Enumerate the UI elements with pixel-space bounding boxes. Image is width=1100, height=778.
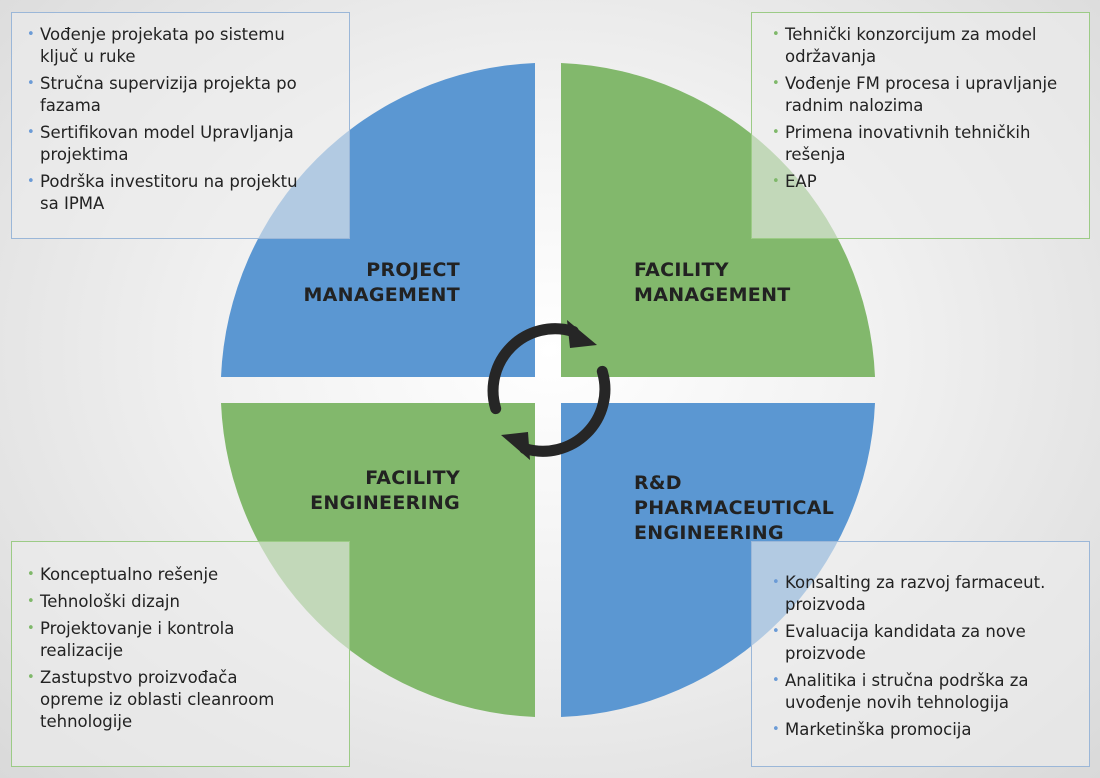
list-item-line: održavanja bbox=[785, 47, 877, 66]
list-item-line: Konsalting za razvoj farmaceut. bbox=[785, 573, 1046, 592]
list-item-line: Tehnološki dizajn bbox=[40, 592, 180, 611]
quadrant-project-management bbox=[221, 63, 535, 377]
list-item: Podrška investitoru na projektu sa IPMA bbox=[27, 171, 339, 215]
list-item-line: realizacije bbox=[40, 641, 124, 660]
quadrant-title-line: ENGINEERING bbox=[310, 492, 460, 514]
label-project-management: PROJECT MANAGEMENT bbox=[303, 258, 460, 308]
list-item-line: proizvode bbox=[785, 644, 866, 663]
list-item: Vođenje projekata po sistemu ključ u ruke bbox=[27, 24, 339, 68]
quadrant-title-line: MANAGEMENT bbox=[303, 284, 460, 306]
list-item-line: Stručna supervizija projekta po bbox=[40, 74, 297, 93]
list-item: Primena inovativnih tehničkih rešenja bbox=[772, 122, 1079, 166]
list-item-line: radnim nalozima bbox=[785, 96, 924, 115]
quadrant-title-line: PHARMACEUTICAL bbox=[634, 497, 835, 519]
list-item: Evaluacija kandidata za nove proizvode bbox=[772, 621, 1079, 665]
list-item: Tehnološki dizajn bbox=[27, 591, 339, 613]
list-item-line: projektima bbox=[40, 145, 129, 164]
list-item-line: rešenja bbox=[785, 145, 846, 164]
quadrant-facility-engineering bbox=[221, 403, 535, 717]
quadrant-facility-management bbox=[561, 63, 875, 377]
box-project-management-services: Vođenje projekata po sistemu ključ u ruke… bbox=[11, 12, 350, 239]
quadrant-title-line: ENGINEERING bbox=[634, 522, 784, 544]
list-project-management-services: Vođenje projekata po sistemu ključ u ruke… bbox=[27, 24, 339, 215]
list-rnd-pharmaceutical-services: Konsalting za razvoj farmaceut. proizvoda… bbox=[772, 572, 1079, 741]
cycle-arrow-bottom bbox=[519, 365, 611, 457]
list-item-line: Zastupstvo proizvođača bbox=[40, 668, 238, 687]
quadrant-title-line: FACILITY bbox=[365, 467, 460, 489]
list-item: Sertifikovan model Upravljanja projektima bbox=[27, 122, 339, 166]
list-item: Konsalting za razvoj farmaceut. proizvoda bbox=[772, 572, 1079, 616]
list-item: Analitika i stručna podrška za uvođenje n… bbox=[772, 670, 1079, 714]
cycle-arrows-icon bbox=[487, 320, 611, 460]
list-item-line: Evaluacija kandidata za nove bbox=[785, 622, 1026, 641]
quadrant-title-line: MANAGEMENT bbox=[634, 284, 791, 306]
box-rnd-pharmaceutical-services: Konsalting za razvoj farmaceut. proizvoda… bbox=[751, 541, 1090, 767]
list-item: EAP bbox=[772, 171, 1079, 193]
list-item: Vođenje FM procesa i upravljanje radnim n… bbox=[772, 73, 1079, 117]
cycle-arrow-top bbox=[487, 323, 579, 415]
list-item-line: EAP bbox=[785, 172, 817, 191]
list-item-line: opreme iz oblasti cleanroom bbox=[40, 690, 275, 709]
list-item-line: fazama bbox=[40, 96, 101, 115]
quadrant-rnd-pharmaceutical-engineering bbox=[561, 403, 875, 717]
list-item: Tehnički konzorcijum za model održavanja bbox=[772, 24, 1079, 68]
quadrant-title-line: FACILITY bbox=[634, 259, 729, 281]
list-item-line: ključ u ruke bbox=[40, 47, 136, 66]
list-item: Projektovanje i kontrola realizacije bbox=[27, 618, 339, 662]
list-item-line: Podrška investitoru na projektu bbox=[40, 172, 298, 191]
cycle-arrowhead-top bbox=[567, 320, 597, 348]
label-facility-engineering: FACILITY ENGINEERING bbox=[310, 466, 460, 516]
list-item-line: Tehnički konzorcijum za model bbox=[785, 25, 1037, 44]
quadrant-title-line: R&D bbox=[634, 472, 682, 494]
list-item: Konceptualno rešenje bbox=[27, 564, 339, 586]
list-item: Marketinška promocija bbox=[772, 719, 1079, 741]
list-item-line: Vođenje FM procesa i upravljanje bbox=[785, 74, 1058, 93]
list-item-line: Analitika i stručna podrška za bbox=[785, 671, 1029, 690]
list-item-line: Primena inovativnih tehničkih bbox=[785, 123, 1031, 142]
box-facility-management-services: Tehnički konzorcijum za model održavanjaV… bbox=[751, 12, 1090, 239]
list-item: Zastupstvo proizvođača opreme iz oblasti … bbox=[27, 667, 339, 733]
list-item-line: Projektovanje i kontrola bbox=[40, 619, 235, 638]
label-rnd-pharmaceutical-engineering: R&D PHARMACEUTICAL ENGINEERING bbox=[634, 471, 834, 546]
list-item-line: Sertifikovan model Upravljanja bbox=[40, 123, 294, 142]
list-item-line: Marketinška promocija bbox=[785, 720, 972, 739]
box-facility-engineering-services: Konceptualno rešenjeTehnološki dizajnPro… bbox=[11, 541, 350, 767]
list-facility-management-services: Tehnički konzorcijum za model održavanjaV… bbox=[772, 24, 1079, 193]
list-item-line: tehnologije bbox=[40, 712, 133, 731]
list-item-line: Vođenje projekata po sistemu bbox=[40, 25, 285, 44]
list-item-line: proizvoda bbox=[785, 595, 866, 614]
quadrant-title-line: PROJECT bbox=[366, 259, 460, 281]
label-facility-management: FACILITY MANAGEMENT bbox=[634, 258, 791, 308]
cycle-arrowhead-bottom bbox=[501, 432, 530, 460]
list-item: Stručna supervizija projekta po fazama bbox=[27, 73, 339, 117]
list-item-line: Konceptualno rešenje bbox=[40, 565, 219, 584]
list-facility-engineering-services: Konceptualno rešenjeTehnološki dizajnPro… bbox=[27, 564, 339, 733]
list-item-line: uvođenje novih tehnologija bbox=[785, 693, 1010, 712]
list-item-line: sa IPMA bbox=[40, 194, 105, 213]
